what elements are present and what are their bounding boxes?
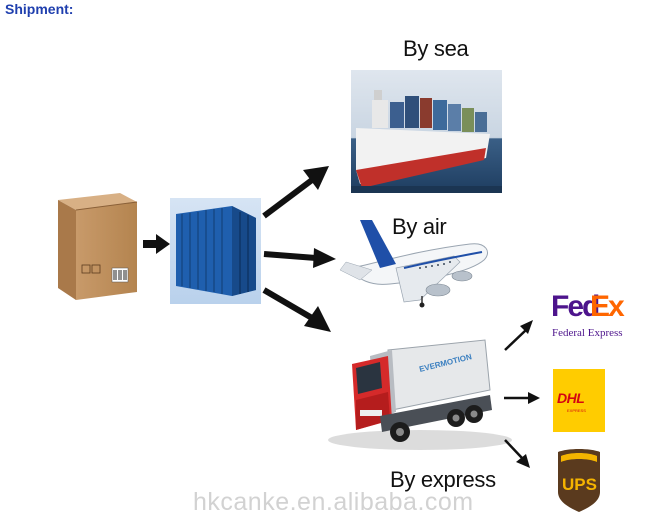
arrow-to-sea (262, 166, 329, 219)
page-heading: Shipment: (5, 1, 74, 17)
shipping-container-icon (170, 198, 261, 304)
dhl-logo-subtext: EXPRESS (567, 408, 586, 413)
cargo-ship-icon (351, 70, 502, 193)
fedex-logo: Fed Ex Federal Express (551, 290, 627, 339)
svg-text:Federal Express: Federal Express (552, 327, 623, 339)
arrow-to-ups (504, 439, 530, 468)
label-by-air: By air (392, 214, 447, 239)
svg-text:Fed: Fed (551, 290, 599, 323)
arrow-box-to-container (143, 234, 170, 254)
svg-text:UPS: UPS (562, 475, 597, 494)
truck-icon: EVERMOTION (328, 339, 512, 450)
ups-logo: UPS (558, 449, 600, 512)
arrow-to-dhl (504, 392, 540, 404)
label-by-express: By express (390, 467, 496, 492)
dhl-logo: DHL EXPRESS (553, 369, 605, 432)
arrow-to-express (262, 287, 331, 332)
svg-text:Ex: Ex (590, 290, 625, 323)
airplane-icon (339, 220, 488, 308)
arrow-to-air (263, 248, 336, 268)
watermark: hkcanke.en.alibaba.com (193, 488, 474, 516)
dhl-logo-text: DHL (557, 390, 585, 406)
carton-box-icon (58, 193, 138, 300)
label-by-sea: By sea (403, 36, 469, 61)
arrow-to-fedex (504, 320, 533, 351)
